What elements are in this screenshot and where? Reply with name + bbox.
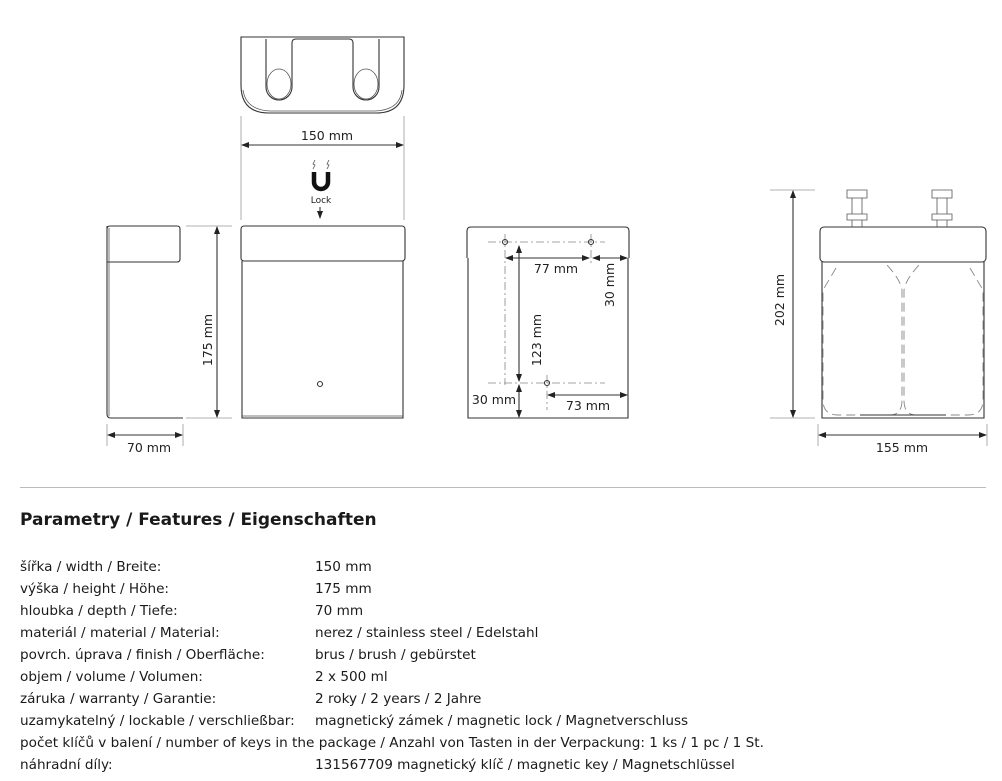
mounting-hole: [543, 379, 551, 387]
feature-value: 150 mm: [315, 559, 372, 575]
side-view: [106, 225, 183, 419]
hole-offset-bottom-label: 30 mm: [472, 392, 516, 407]
hole-spacing-vertical-label: 123 mm: [529, 314, 544, 366]
feature-label: povrch. úprava / finish / Oberfläche:: [20, 647, 265, 663]
front-view: [240, 225, 406, 419]
pump-knob: [846, 189, 868, 227]
feature-label: šířka / width / Breite:: [20, 559, 162, 575]
feature-value: brus / brush / gebürstet: [315, 647, 476, 663]
hole-offset-right-label: 30 mm: [602, 263, 617, 307]
total-width-label: 155 mm: [876, 440, 928, 455]
feature-label: uzamykatelný / lockable / verschließbar:: [20, 713, 295, 729]
features-table: šířka / width / Breite: 150 mm výška / he…: [20, 556, 764, 776]
feature-row: záruka / warranty / Garantie: 2 roky / 2 …: [20, 688, 764, 710]
hole-spacing-horizontal-label: 77 mm: [534, 261, 578, 276]
feature-row: objem / volume / Volumen: 2 x 500 ml: [20, 666, 764, 688]
feature-value: 70 mm: [315, 603, 364, 619]
feature-value: 175 mm: [315, 581, 372, 597]
magnet-icon: [311, 159, 331, 192]
feature-value: magnetický zámek / magnetic lock / Magne…: [315, 713, 689, 729]
feature-label: výška / height / Höhe:: [20, 581, 170, 597]
hole-offset-lower-right-label: 73 mm: [566, 398, 610, 413]
mounting-hole: [501, 238, 509, 246]
depth-label: 70 mm: [127, 440, 171, 455]
feature-row: povrch. úprava / finish / Oberfläche: bru…: [20, 644, 764, 666]
feature-label: objem / volume / Volumen:: [20, 669, 203, 685]
total-height-label: 202 mm: [772, 274, 787, 326]
feature-row: materiál / material / Material: nerez / s…: [20, 622, 764, 644]
feature-row: náhradní díly: 131567709 magnetický klíč …: [20, 754, 764, 776]
feature-row: výška / height / Höhe: 175 mm: [20, 578, 764, 600]
feature-value: 2 roky / 2 years / 2 Jahre: [315, 691, 482, 707]
mounting-hole: [587, 238, 595, 246]
feature-row: počet klíčů v balení / number of keys in…: [20, 732, 764, 754]
height-label: 175 mm: [200, 314, 215, 366]
feature-row: uzamykatelný / lockable / verschließbar:…: [20, 710, 764, 732]
feature-row: hloubka / depth / Tiefe: 70 mm: [20, 600, 764, 622]
pump-knob: [931, 189, 953, 227]
feature-value: 131567709 magnetický klíč / magnetic key…: [315, 757, 735, 773]
feature-label: materiál / material / Material:: [20, 625, 220, 641]
feature-label: hloubka / depth / Tiefe:: [20, 603, 178, 619]
feature-label: počet klíčů v balení / number of keys in…: [20, 735, 764, 751]
bottle-view: [819, 189, 987, 419]
feature-row: šířka / width / Breite: 150 mm: [20, 556, 764, 578]
back-view: [466, 226, 630, 419]
lock-label: Lock: [311, 196, 332, 206]
feature-label: náhradní díly:: [20, 757, 113, 773]
features-heading: Parametry / Features / Eigenschaften: [20, 510, 377, 530]
top-width-label: 150 mm: [301, 128, 353, 143]
section-divider: [20, 487, 986, 488]
lock-hole: [316, 380, 324, 388]
feature-value: nerez / stainless steel / Edelstahl: [315, 625, 539, 641]
top-view: [240, 36, 405, 114]
feature-label: záruka / warranty / Garantie:: [20, 691, 217, 707]
feature-value: 2 x 500 ml: [315, 669, 388, 685]
